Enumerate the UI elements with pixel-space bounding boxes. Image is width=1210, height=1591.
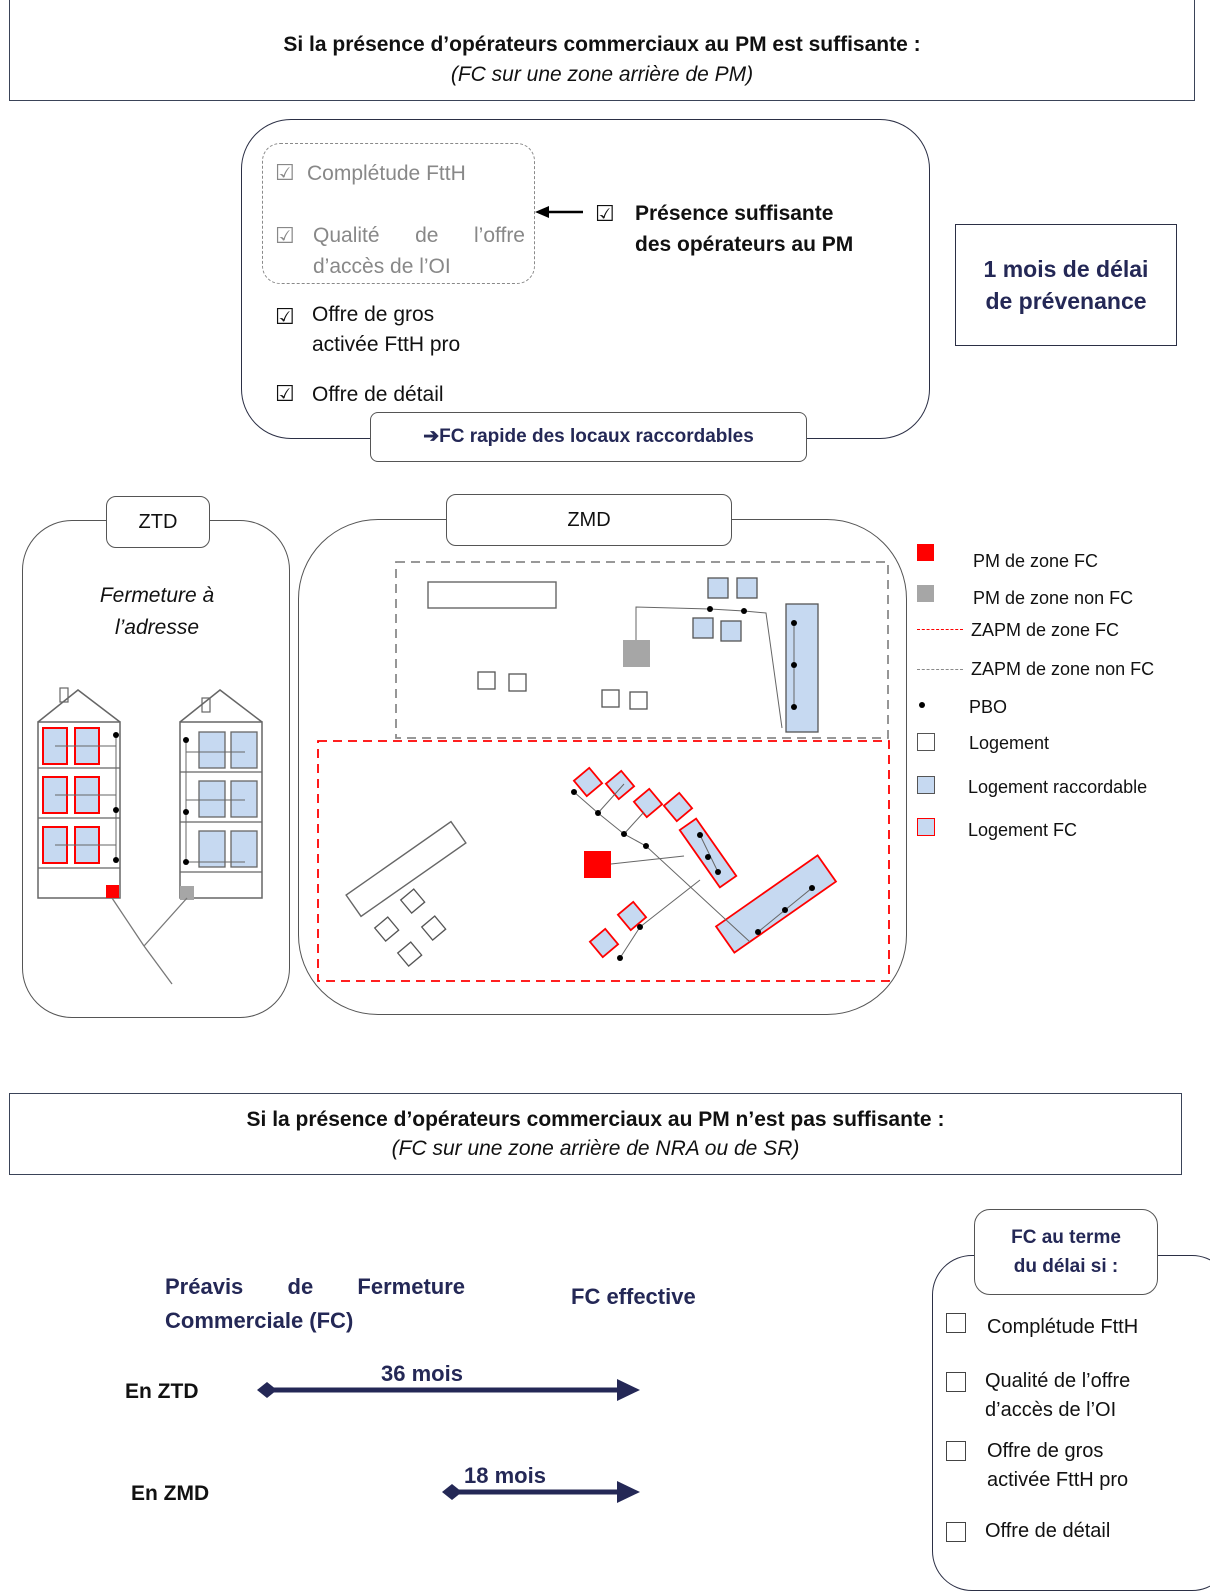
criterion-detail: ☑Offre de détail [275,381,444,406]
row-zmd-label: En ZMD [131,1482,210,1505]
logement-raccordable-icon [917,776,935,794]
criterion-completude: ☑Complétude FttH [275,160,466,185]
checked-icon: ☑ [275,160,295,185]
building-non-fc [179,689,263,900]
checked-icon: ☑ [275,223,295,248]
top-header-title: Si la présence d’opérateurs commerciaux … [283,33,921,56]
checked-icon: ☑ [275,304,295,329]
row-ztd-label: En ZTD [125,1380,199,1403]
condition-qualite: Qualité de l’offre d’accès de l’OI [985,1370,1131,1421]
zmd-diagram [317,561,890,982]
arrow-right-icon: ➔ [423,426,440,447]
pbo-icon [919,702,925,708]
condition-gros: Offre de gros activée FttH pro [987,1440,1129,1491]
logement-fc-icon [917,818,935,836]
row-zmd-duration: 18 mois [464,1463,546,1488]
pm-non-fc-icon [917,585,934,602]
condition-checkbox-gros[interactable] [946,1441,966,1461]
criterion-presence: ☑ Présence suffisante des opérateurs au … [595,198,855,260]
bottom-header: Si la présence d’opérateurs commerciaux … [9,1093,1182,1175]
zapm-non-fc-icon [917,669,963,670]
zmd-duration-arrow [442,1481,640,1503]
criterion-gros: ☑ Offre de gros activée FttH pro [275,303,461,356]
conditions-tab: FC au terme du délai si : [974,1209,1158,1295]
delay-box: 1 mois de délai de prévenance [955,224,1177,346]
condition-detail: Offre de détail [985,1520,1111,1542]
ztd-duration-arrow [257,1379,640,1401]
arrow-presence-to-group [535,206,583,218]
zapm-fc-area [317,740,890,982]
condition-checkbox-completude[interactable] [946,1313,966,1333]
zmd-tab: ZMD [446,494,732,546]
preavis-label: Préavis de Fermeture Commerciale (FC) [165,1274,465,1333]
ztd-tab: ZTD [106,496,210,548]
condition-checkbox-detail[interactable] [946,1522,966,1542]
building-fc [37,687,121,899]
fc-effective-label: FC effective [571,1284,696,1309]
top-header: Si la présence d’opérateurs commerciaux … [9,0,1195,101]
top-header-subtitle: (FC sur une zone arrière de PM) [450,63,754,86]
checked-icon: ☑ [595,201,615,226]
bottom-header-subtitle: (FC sur une zone arrière de NRA ou de SR… [391,1137,800,1160]
ztd-note: Fermeture à l’adresse [99,584,215,639]
dashed-criteria-group [262,143,535,284]
zapm-non-fc-area [395,561,889,739]
fc-rapide-box: ➔FC rapide des locaux raccordables [370,412,807,462]
ztd-buildings [37,687,263,985]
zapm-fc-icon [917,629,963,630]
row-ztd-duration: 36 mois [381,1361,463,1386]
bottom-header-title: Si la présence d’opérateurs commerciaux … [246,1108,945,1131]
logement-icon [917,733,935,751]
pm-fc-icon [917,544,934,561]
condition-checkbox-qualite[interactable] [946,1372,966,1392]
checked-icon: ☑ [275,381,295,406]
condition-completude: Complétude FttH [987,1316,1139,1338]
criterion-qualite: ☑ Qualité de l’offre d’accès de l’OI [275,220,525,282]
